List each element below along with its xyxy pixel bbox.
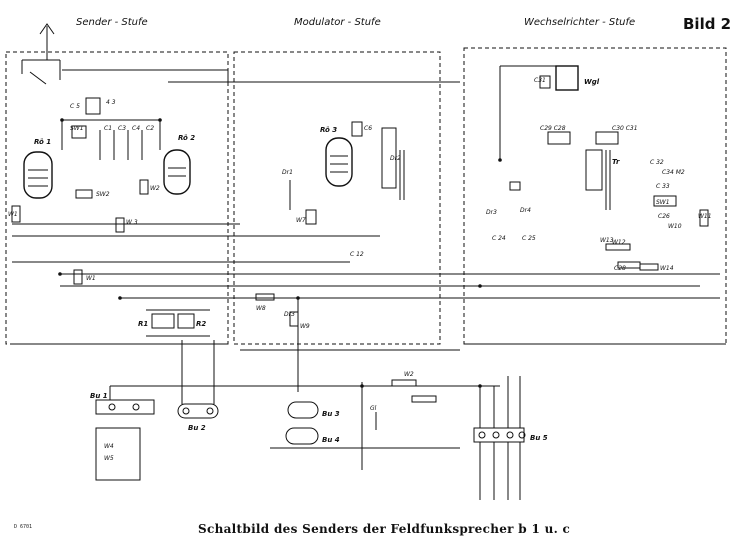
modulator-transformer: Dr2 C6	[351, 121, 405, 200]
svg-text:Dr2: Dr2	[390, 155, 401, 162]
antenna-feed	[21, 23, 61, 85]
svg-text:SW1: SW1	[656, 199, 670, 206]
svg-text:Dr3: Dr3	[486, 209, 497, 216]
sender-tank-circuit: C 5 4 3 SW1 C1 C3 C4 C2	[61, 97, 161, 160]
svg-text:Bu 2: Bu 2	[188, 424, 206, 432]
svg-text:Bu 4: Bu 4	[322, 436, 340, 444]
tube-roe3: Rö 3	[320, 126, 353, 187]
junction-dots	[58, 118, 502, 388]
svg-text:C2: C2	[146, 125, 154, 132]
svg-text:Wgl: Wgl	[584, 78, 600, 86]
svg-text:C26: C26	[658, 213, 670, 220]
svg-text:W10: W10	[668, 223, 682, 230]
svg-text:W2: W2	[404, 371, 414, 378]
svg-text:W11: W11	[698, 213, 712, 220]
connector-bu2: Bu 2	[177, 403, 219, 432]
svg-text:C30 C31: C30 C31	[612, 125, 638, 132]
svg-text:W4: W4	[104, 443, 114, 450]
svg-text:C1: C1	[104, 125, 112, 132]
inverter-wgl: Wgl C31	[499, 65, 600, 160]
svg-text:W1: W1	[8, 211, 18, 218]
svg-text:4 3: 4 3	[106, 99, 116, 106]
svg-text:C28: C28	[614, 265, 626, 272]
section-title-wechselrichter: Wechselrichter - Stufe	[524, 17, 636, 28]
wechselrichter-stage-box	[463, 47, 727, 345]
svg-text:C 24: C 24	[492, 235, 506, 242]
svg-text:Dr4: Dr4	[520, 207, 531, 214]
svg-text:Bu 3: Bu 3	[322, 410, 340, 418]
connector-bu4: Bu 4	[285, 427, 340, 445]
connector-bu1: Bu 1 W4 W5	[90, 392, 155, 481]
svg-text:C 12: C 12	[350, 251, 364, 258]
svg-text:R2: R2	[196, 320, 206, 328]
svg-text:W13: W13	[600, 237, 614, 244]
connector-bu5: Bu 5	[473, 427, 548, 443]
svg-text:R1: R1	[138, 320, 148, 328]
sender-resistors: SW2 W2 W 3 W1 W1	[8, 179, 160, 285]
svg-text:Rö 3: Rö 3	[320, 126, 337, 134]
svg-text:C3: C3	[118, 125, 126, 132]
svg-text:W12: W12	[612, 239, 626, 246]
tube-roe1: Rö 1	[23, 138, 53, 199]
svg-text:C 33: C 33	[656, 183, 670, 190]
svg-text:W8: W8	[256, 305, 266, 312]
svg-text:Dr3: Dr3	[284, 311, 295, 318]
svg-text:Rö 1: Rö 1	[34, 138, 51, 146]
svg-text:Rö 2: Rö 2	[178, 134, 195, 142]
svg-text:Dr1: Dr1	[282, 169, 293, 176]
svg-text:W 3: W 3	[126, 219, 138, 226]
section-title-sender: Sender - Stufe	[76, 17, 148, 28]
relays: R1 R2	[138, 309, 210, 337]
tube-roe2: Rö 2	[163, 134, 195, 195]
document-number: D 6701	[14, 524, 33, 530]
modulator-stage-box	[233, 51, 441, 345]
figure-label: Bild 2	[683, 15, 732, 33]
svg-text:C 32: C 32	[650, 159, 664, 166]
supply-buses	[12, 69, 726, 351]
inverter-transformer: Tr C 32 C 33 C34 M2	[585, 149, 685, 210]
svg-text:C 25: C 25	[522, 235, 536, 242]
figure-caption: Schaltbild des Senders der Feldfunksprec…	[198, 522, 571, 536]
svg-text:W1: W1	[86, 275, 96, 282]
connector-bu3: Bu 3	[287, 401, 340, 419]
svg-text:C4: C4	[132, 125, 140, 132]
svg-text:Bu 1: Bu 1	[90, 392, 108, 400]
svg-text:W2: W2	[150, 185, 160, 192]
svg-text:Tr: Tr	[612, 158, 620, 166]
svg-text:W7: W7	[296, 217, 306, 224]
svg-text:C31: C31	[534, 77, 546, 84]
svg-text:W9: W9	[300, 323, 310, 330]
svg-text:Bu 5: Bu 5	[530, 434, 548, 442]
svg-text:W14: W14	[660, 265, 674, 272]
svg-text:W5: W5	[104, 455, 114, 462]
modulator-parts: Dr1 W7 W8 Dr3 W9 C 12	[255, 169, 364, 392]
svg-text:SW1: SW1	[70, 125, 84, 132]
svg-text:SW2: SW2	[96, 191, 110, 198]
svg-text:C 5: C 5	[70, 103, 80, 110]
inverter-parts: C29 C28 C30 C31 Dr3 Dr4 C 24 C 25 W12 C2…	[486, 125, 712, 272]
svg-text:Gl: Gl	[370, 405, 377, 412]
svg-text:C29 C28: C29 C28	[540, 125, 566, 132]
svg-text:C6: C6	[364, 125, 372, 132]
svg-text:C34 M2: C34 M2	[662, 169, 685, 176]
section-title-modulator: Modulator - Stufe	[294, 17, 381, 28]
lower-wiring: W2 Gl	[109, 340, 521, 500]
